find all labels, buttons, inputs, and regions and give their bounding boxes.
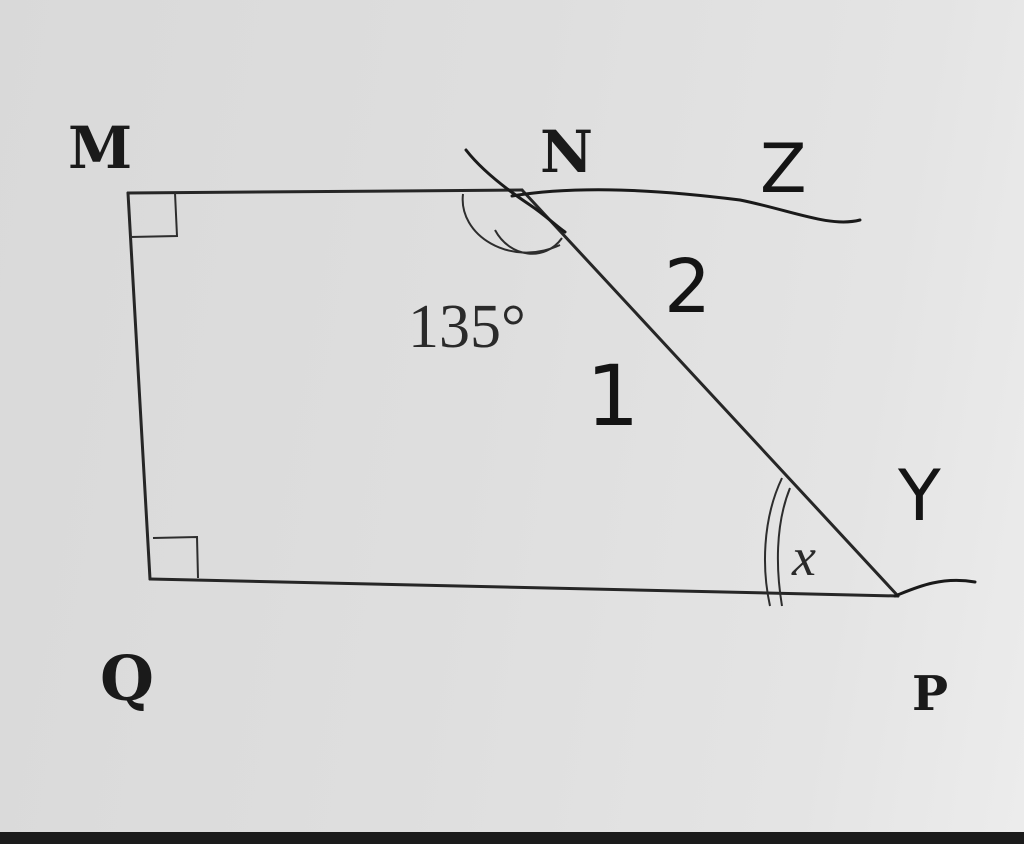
handwritten-y: Y — [897, 455, 941, 537]
angle-arc-p — [764, 477, 783, 607]
extension-line-cross-n — [464, 148, 567, 234]
handwritten-z: Z — [760, 130, 807, 209]
angle-label-p: x — [791, 527, 816, 587]
angle-arc-n — [461, 193, 561, 254]
edge-qp — [148, 577, 900, 598]
angle-arc-p-inner — [776, 487, 791, 607]
angle-label-n: 135° — [408, 293, 526, 361]
vertex-label-p: P — [912, 666, 948, 722]
vertex-label-q: Q — [100, 642, 154, 715]
handwritten-two: 2 — [664, 244, 711, 330]
edge-mq — [126, 191, 152, 581]
right-angle-marker-m — [129, 192, 179, 238]
right-angle-marker-q — [152, 535, 199, 579]
edge-mn — [126, 188, 524, 195]
vertex-label-m: M — [68, 114, 132, 182]
angle-arc-n-inner — [494, 229, 563, 255]
screen-bottom-edge — [0, 832, 1024, 844]
vertex-label-n: N — [540, 118, 593, 186]
extension-line-z — [510, 188, 862, 224]
handwritten-one: 1 — [586, 347, 639, 445]
edge-np — [520, 188, 900, 598]
extension-line-y — [893, 578, 977, 598]
